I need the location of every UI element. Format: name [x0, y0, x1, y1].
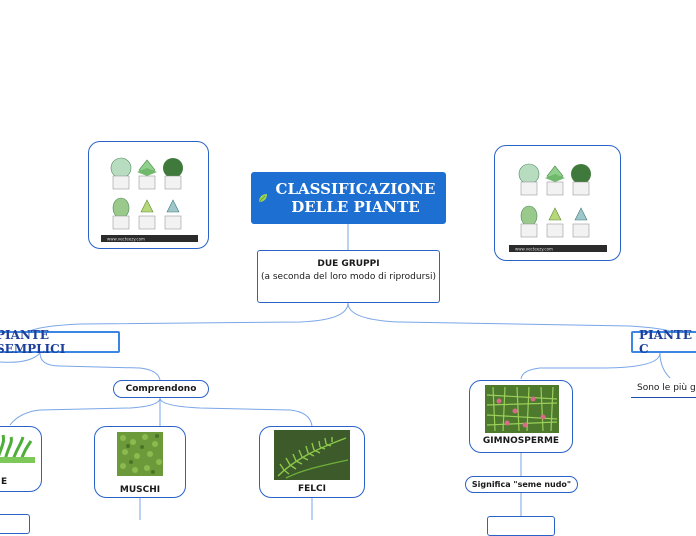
photo-credit-right: www.vecteezy.com — [515, 247, 553, 252]
card-alghe[interactable]: E — [0, 426, 42, 492]
card-gimnosperme-caption: GIMNOSPERME — [482, 436, 560, 446]
two-groups-subtitle: (a seconda del loro modo di riprodursi) — [260, 271, 437, 282]
comprendono-label[interactable]: Comprendono — [113, 380, 209, 398]
card-muschi-caption: MUSCHI — [119, 485, 161, 495]
partial-node-bottom-right — [487, 516, 555, 536]
branch-piante-semplici[interactable]: PIANTE SEMPLICI — [0, 328, 120, 356]
succulents-image-card-left: www.vecteezy.com — [88, 141, 209, 249]
card-alghe-caption: E — [1, 477, 8, 487]
card-muschi[interactable]: MUSCHI — [94, 426, 186, 498]
sono-le-piu-label[interactable]: Sono le più g — [631, 378, 696, 398]
sono-le-piu-text: Sono le più g — [637, 382, 696, 393]
leaf-icon — [258, 194, 267, 203]
partial-node-bottom-left — [0, 514, 30, 534]
photo-credit-left: www.vecteezy.com — [107, 237, 145, 242]
card-gimnosperme[interactable]: GIMNOSPERME — [469, 380, 573, 453]
main-topic[interactable]: CLASSIFICAZIONE DELLE PIANTE — [251, 172, 446, 224]
seme-nudo-label[interactable]: Significa "seme nudo" — [465, 476, 578, 493]
succulents-image-card-right: www.vecteezy.com — [494, 145, 621, 261]
seme-nudo-text: Significa "seme nudo" — [471, 480, 572, 489]
fern-image — [274, 430, 350, 480]
branch-label-left: PIANTE SEMPLICI — [0, 328, 66, 356]
card-felci-caption: FELCI — [298, 484, 326, 494]
succulents-illustration: www.vecteezy.com — [101, 150, 198, 242]
alga-image — [0, 434, 35, 463]
connector-lines — [0, 224, 671, 520]
branch-piante-complesse[interactable]: PIANTE C — [631, 328, 696, 356]
two-groups-title: DUE GRUPPI — [317, 259, 380, 269]
comprendono-text: Comprendono — [125, 384, 197, 394]
two-groups-node[interactable]: DUE GRUPPI (a seconda del loro modo di r… — [257, 250, 440, 303]
main-topic-title: CLASSIFICAZIONE DELLE PIANTE — [275, 180, 436, 216]
card-felci[interactable]: FELCI — [259, 426, 365, 498]
succulents-illustration: www.vecteezy.com — [509, 156, 607, 252]
moss-image — [117, 432, 163, 476]
branch-label-right: PIANTE C — [639, 328, 692, 356]
gymnosperm-image — [485, 385, 559, 433]
